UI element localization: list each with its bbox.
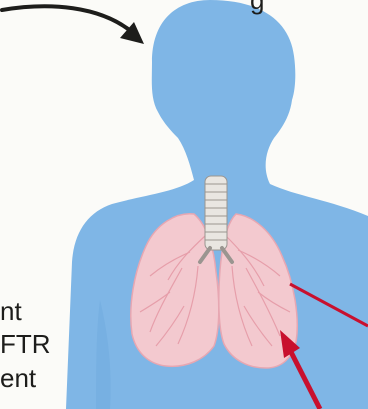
trachea-tube (205, 176, 227, 250)
caption-line-3: ent (0, 365, 36, 391)
caption-top-fragment: g (250, 0, 264, 13)
caption-line-1: nt (0, 298, 22, 324)
black-pointer-arrow (2, 6, 144, 44)
caption-line-2: FTR (0, 331, 51, 357)
